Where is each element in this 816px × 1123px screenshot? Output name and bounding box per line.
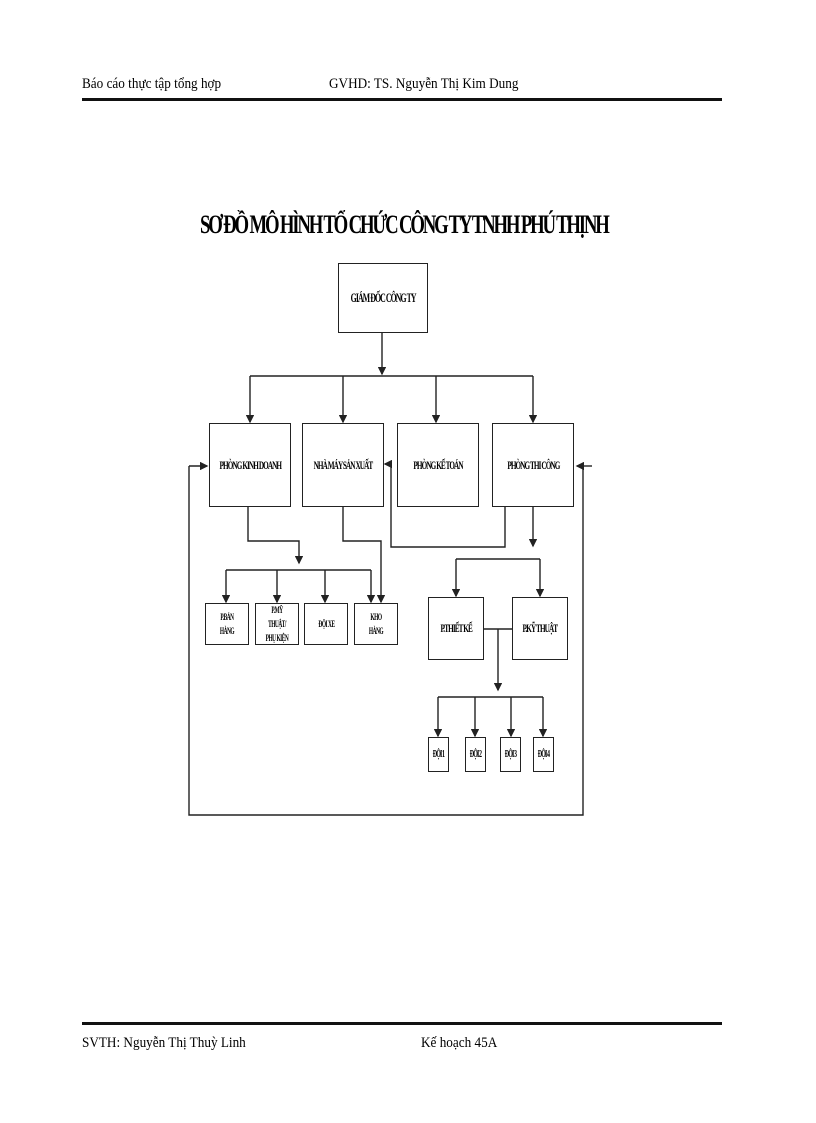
node-technical-dept: P.KỸ THUẬT	[512, 597, 568, 660]
node-sales-unit: P.BÁN HÀNG	[205, 603, 249, 645]
header-supervisor: GVHD: TS. Nguyễn Thị Kim Dung	[329, 76, 519, 92]
node-label: P.MỸ THUẬT/ PHỤ KIỆN	[265, 605, 289, 643]
node-label: ĐỘI 1	[432, 749, 445, 760]
node-director: GIÁM ĐỐC CÔNG TY	[338, 263, 428, 333]
node-warehouse: KHO HÀNG	[354, 603, 398, 645]
node-construction-dept: PHÒNG THI CÔNG	[492, 423, 574, 507]
node-label: ĐỘI 4	[537, 749, 550, 760]
header-rule	[82, 98, 722, 101]
node-label: P.KỸ THUẬT	[522, 621, 559, 635]
node-label: ĐỘI XE	[317, 619, 335, 629]
node-sales-dept: PHÒNG KINH DOANH	[209, 423, 291, 507]
node-label: PHÒNG KINH DOANH	[219, 457, 282, 472]
node-team-2: ĐỘI 2	[465, 737, 486, 772]
footer-rule	[82, 1022, 722, 1025]
node-label: ĐỘI 2	[469, 749, 482, 760]
node-design-dept: P.THIẾT KẾ	[428, 597, 484, 660]
node-label: P.BÁN HÀNG	[219, 612, 235, 636]
node-team-1: ĐỘI 1	[428, 737, 449, 772]
node-team-4: ĐỘI 4	[533, 737, 554, 772]
node-director-label: GIÁM ĐỐC CÔNG TY	[350, 290, 417, 305]
node-label: P.THIẾT KẾ	[440, 621, 472, 635]
node-art-accessories: P.MỸ THUẬT/ PHỤ KIỆN	[255, 603, 299, 645]
node-label: PHÒNG THI CÔNG	[506, 457, 560, 472]
footer-class: Kế hoạch 45A	[421, 1035, 498, 1051]
node-accounting-dept: PHÒNG KẾ TOÁN	[397, 423, 479, 507]
header-report-title: Báo cáo thực tập tổng hợp	[82, 76, 222, 92]
node-label: PHÒNG KẾ TOÁN	[413, 457, 463, 472]
footer-student: SVTH: Nguyễn Thị Thuỳ Linh	[82, 1035, 246, 1051]
node-label: ĐỘI 3	[504, 749, 517, 760]
node-vehicle-team: ĐỘI XE	[304, 603, 348, 645]
node-factory: NHÀ MÁY SẢN XUẤT	[302, 423, 384, 507]
node-label: KHO HÀNG	[368, 612, 384, 636]
node-team-3: ĐỘI 3	[500, 737, 521, 772]
node-label: NHÀ MÁY SẢN XUẤT	[313, 457, 374, 472]
